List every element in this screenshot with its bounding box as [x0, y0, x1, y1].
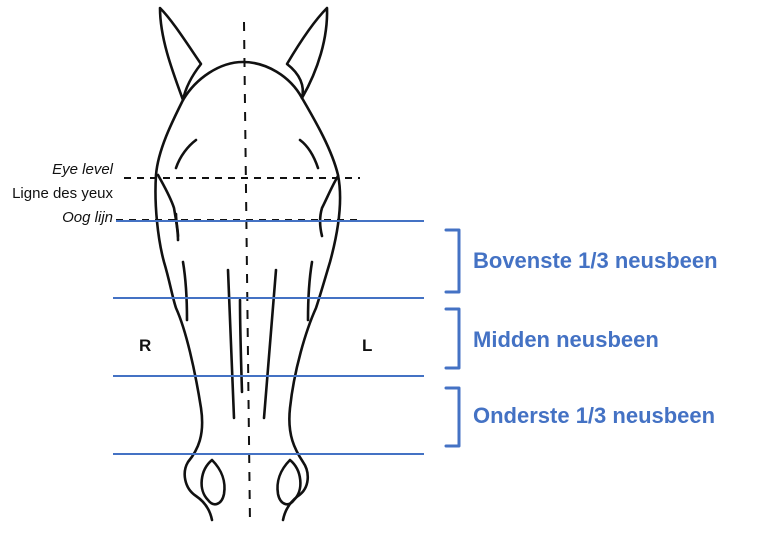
right-face: [283, 98, 340, 520]
left-brow: [176, 140, 196, 168]
right-nostril: [278, 460, 301, 504]
eye-level-label-fr: Ligne des yeux: [12, 185, 113, 203]
eye-level-label-en: Eye level: [52, 161, 113, 179]
side-right-label: R: [139, 336, 151, 356]
left-nostril: [202, 460, 225, 504]
nose-line-3: [240, 300, 242, 392]
side-left-label: L: [362, 336, 372, 356]
right-cheek-line: [308, 262, 312, 320]
nose-line-2: [264, 270, 276, 418]
zone-lines: [113, 221, 424, 454]
bracket-top: [446, 230, 459, 292]
zone-label-middle: Midden neusbeen: [473, 327, 659, 353]
zone-brackets: [446, 230, 459, 446]
bracket-bottom: [446, 388, 459, 446]
bracket-middle: [446, 309, 459, 368]
zone-label-lower: Onderste 1/3 neusbeen: [473, 403, 715, 429]
left-eye: [158, 175, 178, 240]
left-eye-lower: [176, 214, 178, 236]
eye-level-label-nl: Oog lijn: [62, 209, 113, 227]
zone-label-upper: Bovenste 1/3 neusbeen: [473, 248, 718, 274]
right-brow: [300, 140, 318, 168]
left-face: [155, 100, 212, 520]
forehead: [183, 62, 302, 100]
left-cheek-line: [183, 262, 187, 320]
nose-line-1: [228, 270, 234, 418]
midline-dashed: [244, 22, 250, 524]
right-eye: [320, 176, 338, 236]
